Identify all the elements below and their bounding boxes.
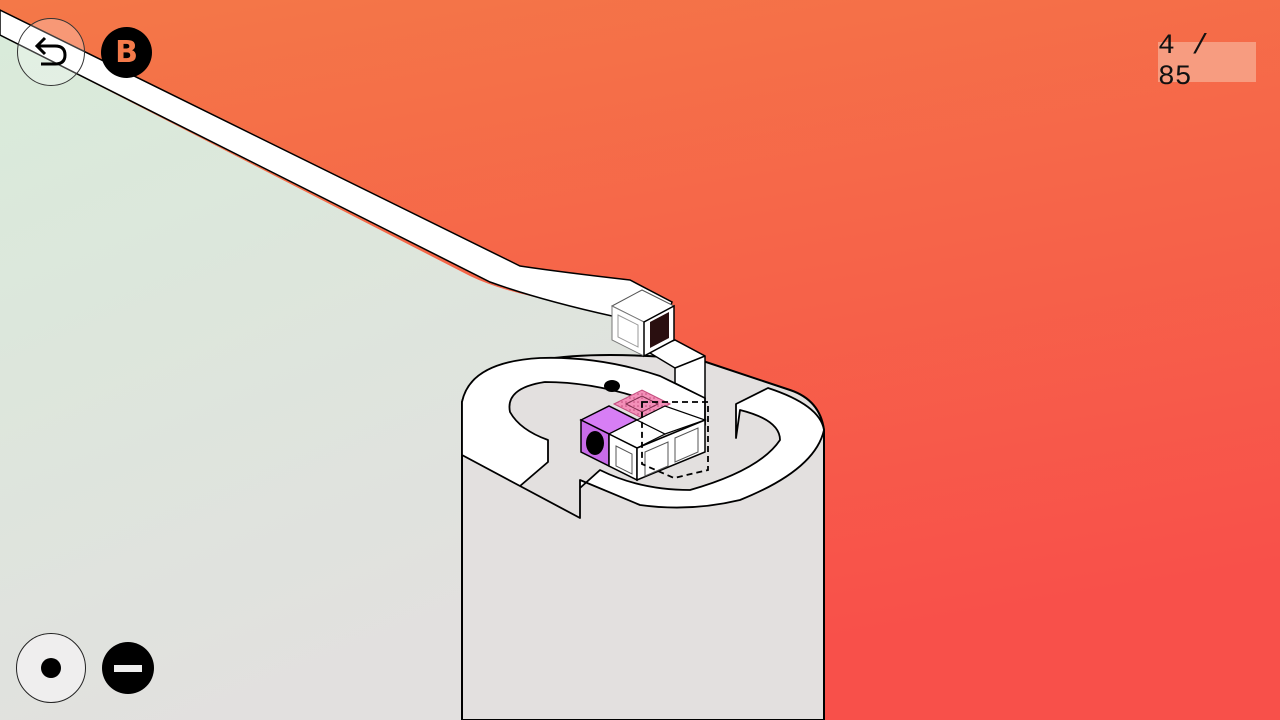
undo-arrow-icon xyxy=(34,36,67,66)
dot-action-button[interactable] xyxy=(16,633,86,703)
level-counter-text: 4 / 85 xyxy=(1158,31,1209,93)
dot-icon xyxy=(41,658,61,678)
level-counter: 4 / 85 xyxy=(1158,31,1256,93)
u-track xyxy=(461,356,825,519)
far-cube xyxy=(610,289,676,358)
white-cubes[interactable] xyxy=(607,401,709,482)
b-button-label: B xyxy=(115,35,138,70)
minus-icon xyxy=(114,664,142,672)
ball[interactable] xyxy=(604,380,620,392)
minus-action-button[interactable] xyxy=(102,642,154,694)
b-button[interactable]: B xyxy=(101,27,152,78)
undo-button[interactable] xyxy=(17,18,85,86)
